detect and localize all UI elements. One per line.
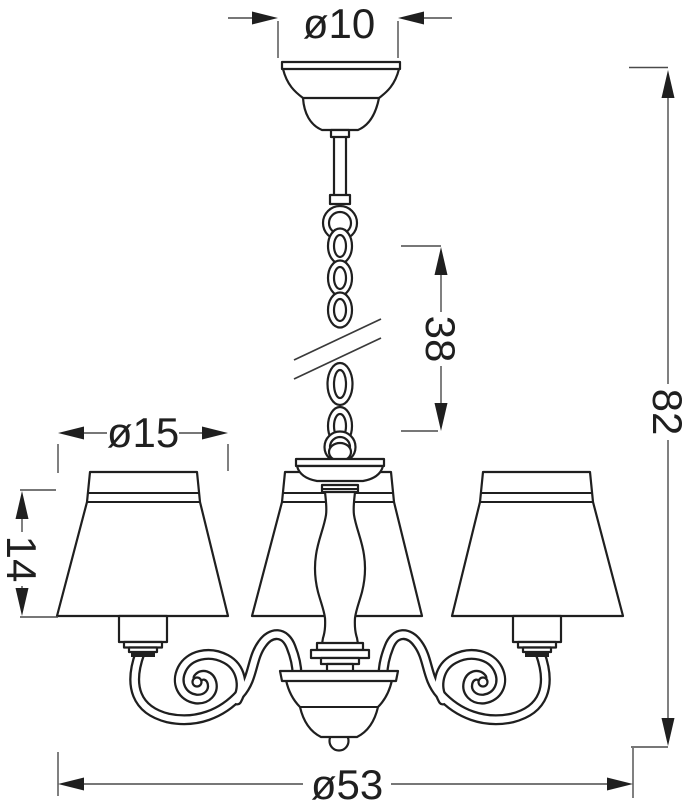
dim-chain-length: 38	[401, 245, 464, 432]
right-arm	[377, 629, 551, 726]
dim-shade-height: 14	[0, 489, 58, 618]
dim-label-shade-diameter: ø15	[107, 409, 179, 456]
top-saucer	[294, 457, 386, 494]
hanging-ring	[321, 204, 359, 242]
bottom-bowl	[278, 669, 400, 752]
dim-label-chain-length: 38	[417, 316, 464, 363]
chandelier-drawing	[55, 60, 625, 752]
dim-label-shade-height: 14	[0, 536, 45, 583]
dim-canopy-diameter: ø10	[228, 0, 452, 58]
column-base	[309, 641, 371, 674]
dim-label-overall-diameter: ø53	[311, 761, 383, 806]
right-lampshade	[450, 470, 625, 657]
ceiling-canopy	[280, 60, 402, 132]
chain	[326, 227, 354, 329]
hook-ring	[323, 430, 357, 464]
dim-label-canopy-diameter: ø10	[303, 0, 375, 47]
chain-lower	[326, 361, 354, 447]
dim-overall-diameter: ø53	[57, 748, 634, 806]
dim-shade-diameter: ø15	[57, 409, 229, 473]
left-lampshade	[55, 470, 230, 657]
dim-label-total-height: 82	[644, 389, 690, 436]
suspension-stem	[328, 128, 352, 206]
dim-total-height: 82	[629, 66, 690, 748]
break-marks	[293, 318, 382, 380]
left-arm	[129, 629, 303, 726]
